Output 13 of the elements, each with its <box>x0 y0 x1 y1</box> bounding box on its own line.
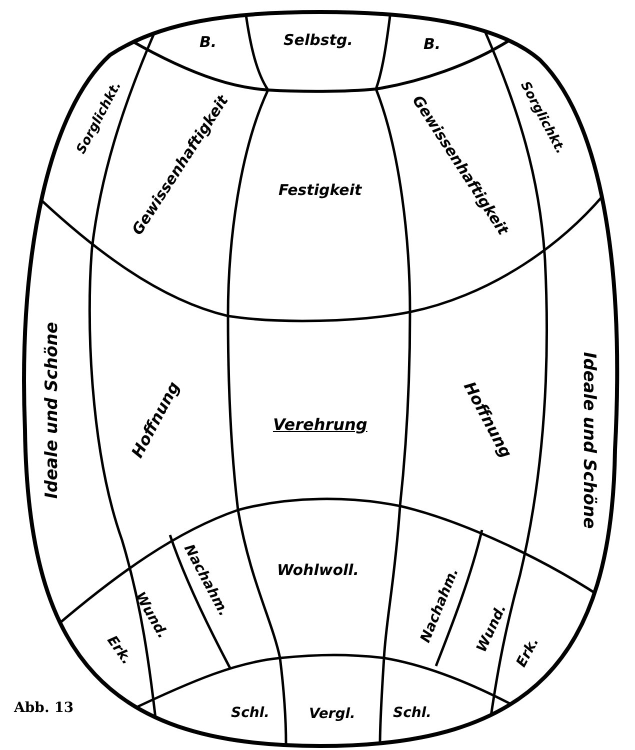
region-label: Ideale und Schöne <box>578 351 598 528</box>
region-label: Vergl. <box>309 706 356 722</box>
figure-caption: Abb. 13 <box>14 700 74 716</box>
region-label: B. <box>424 36 441 52</box>
region-label: B. <box>200 34 217 50</box>
region-label: Selbstg. <box>284 32 353 48</box>
region-label: Ideale und Schöne <box>42 321 62 498</box>
region-label: Verehrung <box>273 416 368 434</box>
region-label: Schl. <box>393 706 432 721</box>
region-label: Erk. <box>514 634 542 670</box>
region-label: Wohlwoll. <box>277 562 359 578</box>
region-label: Festigkeit <box>278 182 362 198</box>
region-label: Schl. <box>231 706 270 721</box>
